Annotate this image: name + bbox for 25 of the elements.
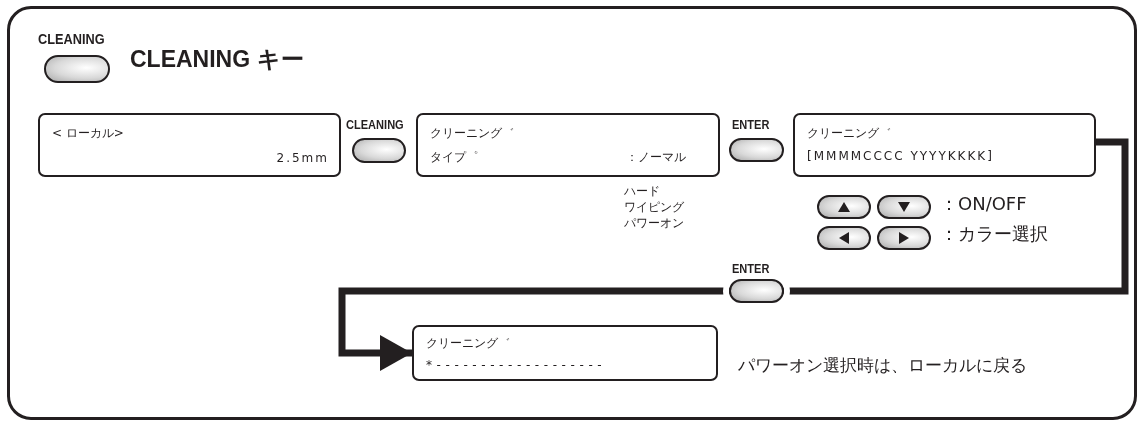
display-text: タイプ゜ — [430, 149, 478, 166]
key-name: ENTER — [732, 117, 770, 132]
note-text: パワーオン — [624, 216, 684, 231]
display-text: ：ノーマル — [626, 149, 686, 166]
display-text: *------------------- — [426, 358, 607, 372]
display-text: クリーニング゛ — [807, 125, 891, 142]
display-text: 2.5mm — [276, 151, 329, 165]
display-screen — [416, 113, 720, 177]
key-function-text: ：カラー選択 — [940, 223, 1048, 245]
display-text: クリーニング゛ — [426, 335, 510, 352]
display-screen — [793, 113, 1096, 177]
connector-arrow — [338, 138, 1129, 371]
key-name: CLEANING — [38, 30, 105, 47]
note-text: ハード — [624, 184, 660, 199]
key-name: ENTER — [732, 261, 770, 276]
key-name: CLEANING — [346, 117, 404, 132]
note-text: パワーオン選択時は、ローカルに戻る — [738, 355, 1027, 376]
note-text: ワイピング — [624, 200, 684, 215]
display-text: クリーニング゛ — [430, 125, 514, 142]
display-text: [MMMMCCCC YYYYKKKK] — [807, 149, 994, 163]
display-text: < ローカル> — [52, 125, 124, 142]
display-screen — [412, 325, 718, 381]
display-screen — [38, 113, 341, 177]
key-function-text: ：ON/OFF — [940, 193, 1027, 215]
title: CLEANING キー — [130, 45, 304, 74]
